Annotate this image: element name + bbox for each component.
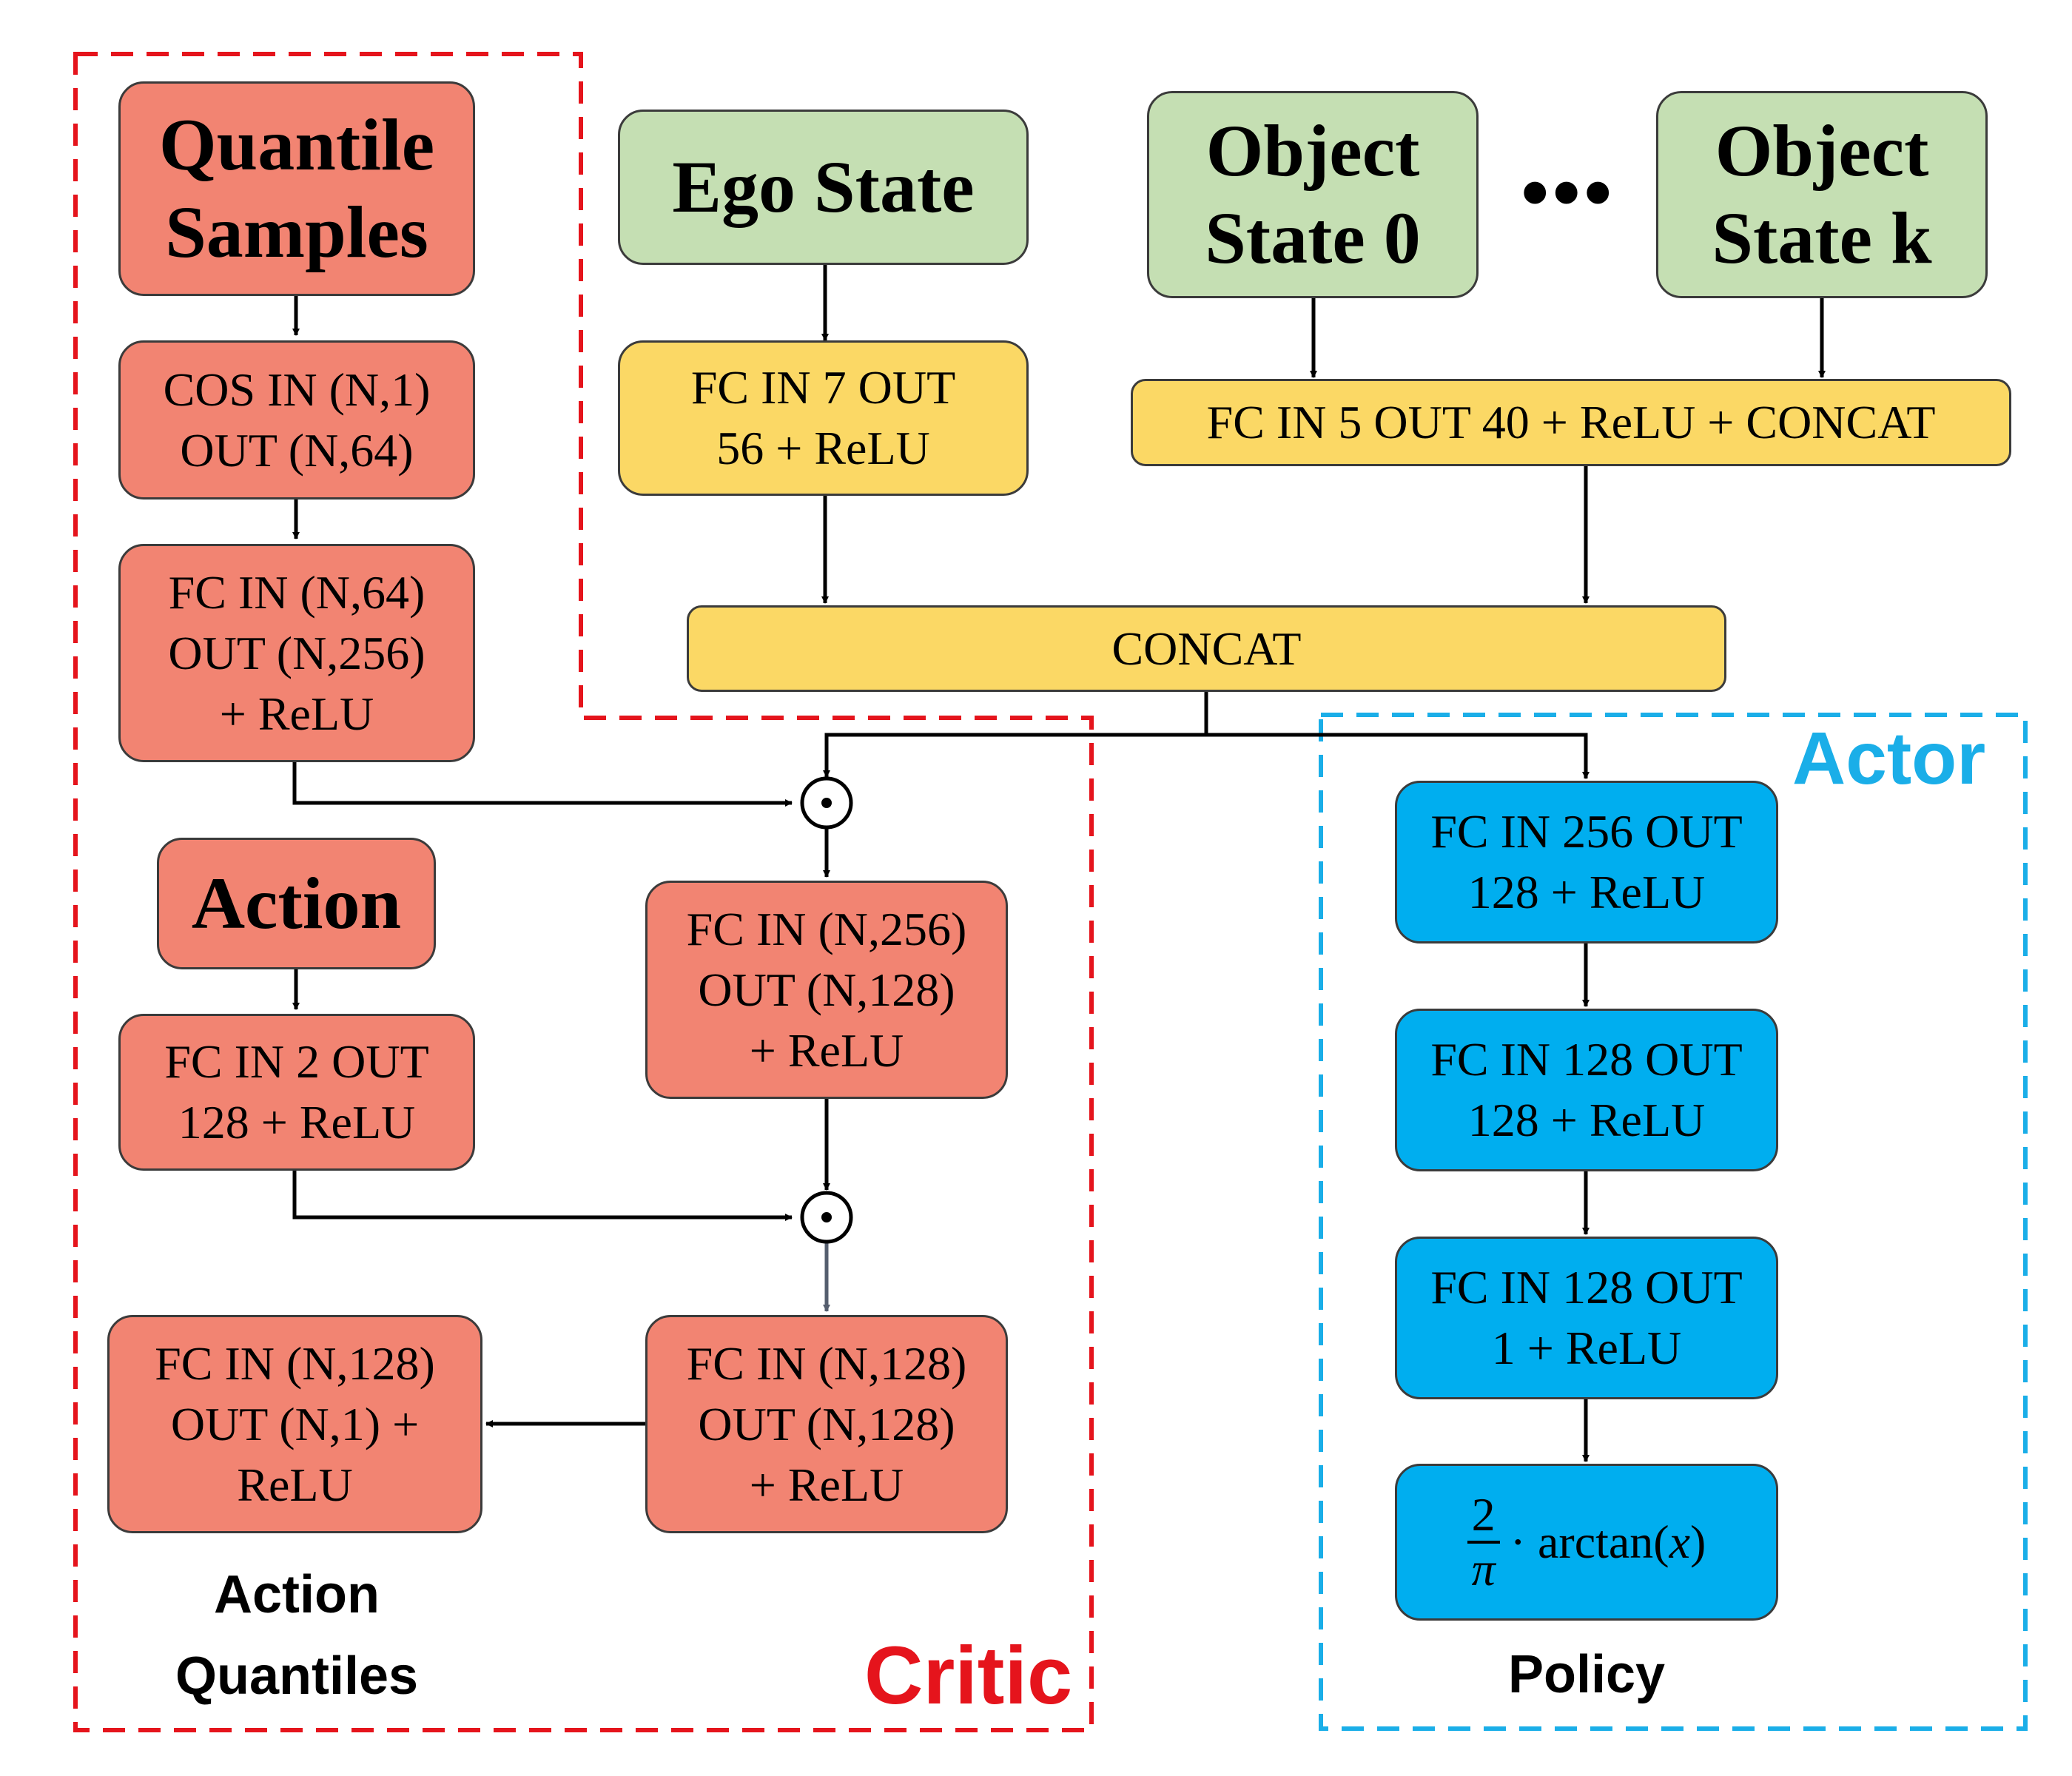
object-ellipsis: ••• bbox=[1521, 147, 1615, 238]
elementwise-multiply-node-2 bbox=[800, 1191, 853, 1244]
quantile-fc-line-3: + ReLU bbox=[219, 687, 374, 740]
cos-embedding-box: COS IN (N,1) OUT (N,64) bbox=[118, 340, 475, 500]
critic-output-line-3: ReLU bbox=[237, 1458, 353, 1511]
critic-region-label: Critic bbox=[864, 1630, 1073, 1721]
ego-fc-line-2: 56 + ReLU bbox=[716, 422, 930, 474]
actor-fc-1-line-2: 128 + ReLU bbox=[1467, 866, 1706, 918]
object-state-k-line-1: Object bbox=[1715, 110, 1929, 192]
actor-fc-2-box: FC IN 128 OUT 128 + ReLU bbox=[1395, 1009, 1778, 1171]
critic-fc-128-line-1: FC IN (N,128) bbox=[686, 1336, 967, 1390]
ego-state-box: Ego State bbox=[618, 110, 1029, 265]
action-box: Action bbox=[157, 838, 436, 969]
action-fc-line-1: FC IN 2 OUT bbox=[164, 1035, 429, 1088]
object-state-k-line-2: State k bbox=[1712, 197, 1932, 279]
critic-output-box: FC IN (N,128) OUT (N,1) + ReLU bbox=[107, 1315, 482, 1533]
actor-fc-3-box: FC IN 128 OUT 1 + ReLU bbox=[1395, 1237, 1778, 1399]
action-quantiles-label: Action Quantiles bbox=[118, 1554, 475, 1717]
action-label: Action bbox=[191, 862, 402, 944]
formula-function: · arctan( bbox=[1510, 1516, 1669, 1568]
policy-label: Policy bbox=[1507, 1645, 1666, 1704]
quantile-samples-line-1: Quantile bbox=[158, 104, 435, 186]
formula-fraction: 2 π bbox=[1467, 1489, 1500, 1595]
formula-numerator: 2 bbox=[1467, 1489, 1500, 1544]
object-state-0-line-2: State 0 bbox=[1205, 197, 1421, 279]
critic-fc-128-line-3: + ReLU bbox=[749, 1458, 904, 1511]
formula-variable: x bbox=[1669, 1516, 1691, 1568]
cos-line-2: OUT (N,64) bbox=[180, 423, 414, 477]
critic-fc-256-line-2: OUT (N,128) bbox=[698, 963, 955, 1016]
objects-fc-label: FC IN 5 OUT 40 + ReLU + CONCAT bbox=[1206, 396, 1936, 448]
actor-fc-2-line-2: 128 + ReLU bbox=[1467, 1094, 1706, 1146]
critic-fc-256-box: FC IN (N,256) OUT (N,128) + ReLU bbox=[645, 881, 1008, 1099]
policy-formula: 2 π · arctan(x) bbox=[1467, 1489, 1706, 1595]
cos-line-1: COS IN (N,1) bbox=[163, 363, 431, 416]
quantile-samples-line-2: Samples bbox=[165, 191, 428, 273]
critic-output-line-1: FC IN (N,128) bbox=[155, 1336, 435, 1390]
actor-fc-2-line-1: FC IN 128 OUT bbox=[1430, 1033, 1743, 1086]
object-state-0-box: Object State 0 bbox=[1147, 91, 1479, 298]
objects-fc-box: FC IN 5 OUT 40 + ReLU + CONCAT bbox=[1131, 379, 2011, 466]
wire-concat-to-mult-1 bbox=[823, 733, 1206, 778]
concat-box: CONCAT bbox=[687, 605, 1726, 692]
critic-fc-256-line-3: + ReLU bbox=[749, 1023, 904, 1077]
formula-denominator: π bbox=[1471, 1543, 1496, 1595]
action-quantiles-line-2: Quantiles bbox=[175, 1646, 419, 1706]
elementwise-multiply-node-1 bbox=[800, 776, 853, 830]
critic-fc-256-line-1: FC IN (N,256) bbox=[686, 902, 967, 955]
critic-fc-128-box: FC IN (N,128) OUT (N,128) + ReLU bbox=[645, 1315, 1008, 1533]
actor-fc-3-line-1: FC IN 128 OUT bbox=[1430, 1261, 1743, 1314]
critic-output-line-2: OUT (N,1) + bbox=[170, 1397, 420, 1450]
action-quantiles-line-1: Action bbox=[214, 1565, 380, 1624]
quantile-fc-box: FC IN (N,64) OUT (N,256) + ReLU bbox=[118, 544, 475, 762]
actor-fc-1-box: FC IN 256 OUT 128 + ReLU bbox=[1395, 781, 1778, 944]
quantile-fc-line-1: FC IN (N,64) bbox=[168, 565, 426, 619]
quantile-fc-line-2: OUT (N,256) bbox=[168, 626, 426, 679]
action-fc-box: FC IN 2 OUT 128 + ReLU bbox=[118, 1014, 475, 1171]
object-state-0-line-1: Object bbox=[1205, 110, 1420, 192]
ego-fc-box: FC IN 7 OUT 56 + ReLU bbox=[618, 340, 1029, 496]
object-state-k-box: Object State k bbox=[1656, 91, 1988, 298]
concat-label: CONCAT bbox=[1111, 622, 1302, 675]
wire-fc-action-to-mult-2 bbox=[292, 1171, 793, 1221]
wire-concat-to-actor bbox=[1206, 733, 1590, 779]
actor-fc-1-line-1: FC IN 256 OUT bbox=[1430, 805, 1743, 858]
actor-region-label: Actor bbox=[1792, 717, 1986, 800]
critic-fc-128-line-2: OUT (N,128) bbox=[698, 1397, 955, 1450]
wire-fc-to-mult-1 bbox=[292, 762, 793, 807]
quantile-samples-box: Quantile Samples bbox=[118, 81, 475, 296]
action-fc-line-2: 128 + ReLU bbox=[178, 1096, 416, 1148]
critic-region-outline bbox=[73, 52, 1094, 1732]
formula-close: ) bbox=[1690, 1516, 1706, 1568]
ego-state-label: Ego State bbox=[672, 146, 975, 228]
actor-region-outline bbox=[1319, 713, 2028, 1731]
policy-function-box: 2 π · arctan(x) bbox=[1395, 1464, 1778, 1621]
ego-fc-line-1: FC IN 7 OUT bbox=[690, 361, 956, 414]
actor-fc-3-line-2: 1 + ReLU bbox=[1491, 1322, 1682, 1374]
